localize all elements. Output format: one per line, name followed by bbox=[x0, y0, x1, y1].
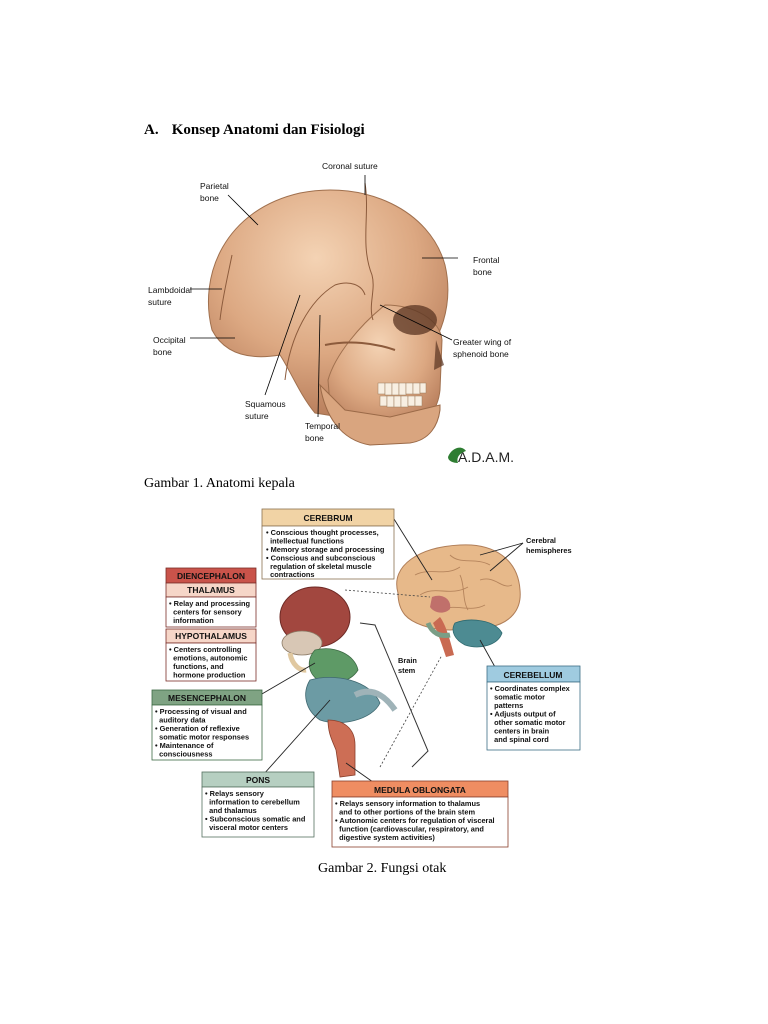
svg-text:intellectual functions: intellectual functions bbox=[266, 537, 344, 546]
svg-text:information: information bbox=[169, 616, 214, 625]
svg-text:function (cardiovascular, resp: function (cardiovascular, respiratory, a… bbox=[335, 825, 484, 834]
adam-logo: A.D.A.M. bbox=[448, 447, 514, 465]
svg-text:CEREBRUM: CEREBRUM bbox=[303, 513, 352, 523]
whole-brain bbox=[396, 544, 521, 657]
svg-text:MEDULA OBLONGATA: MEDULA OBLONGATA bbox=[374, 785, 466, 795]
svg-text:• Generation of reflexive: • Generation of reflexive bbox=[155, 724, 240, 733]
section-number: A. bbox=[144, 122, 159, 138]
svg-text:functions, and: functions, and bbox=[169, 662, 224, 671]
diencephalon-small bbox=[430, 595, 451, 613]
label-squamous-2: suture bbox=[245, 411, 269, 421]
svg-text:patterns: patterns bbox=[490, 701, 523, 710]
svg-text:DIENCEPHALON: DIENCEPHALON bbox=[177, 571, 245, 581]
svg-text:• Subconscious somatic and: • Subconscious somatic and bbox=[205, 815, 306, 824]
svg-text:and spinal cord: and spinal cord bbox=[490, 735, 549, 744]
svg-text:• Conscious thought processes,: • Conscious thought processes, bbox=[266, 528, 379, 537]
label-sphenoid-2: sphenoid bone bbox=[453, 349, 509, 359]
cerebrum-box: CEREBRUM • Conscious thought processes, … bbox=[261, 508, 395, 580]
leaf-icon bbox=[448, 447, 466, 463]
skull-figure: Coronal suture Parietal bone Frontal bon… bbox=[140, 155, 530, 470]
label-occipital-1: Occipital bbox=[153, 335, 186, 345]
svg-text:and thalamus: and thalamus bbox=[205, 806, 257, 815]
label-occipital-2: bone bbox=[153, 347, 172, 357]
svg-text:THALAMUS: THALAMUS bbox=[187, 585, 235, 595]
svg-text:somatic motor: somatic motor bbox=[490, 693, 545, 702]
svg-text:somatic motor responses: somatic motor responses bbox=[155, 733, 249, 742]
logo-text: A.D.A.M. bbox=[458, 449, 514, 465]
cerebrum-shape bbox=[396, 544, 521, 631]
svg-text:• Processing of visual and: • Processing of visual and bbox=[155, 707, 247, 716]
svg-text:information to cerebellum: information to cerebellum bbox=[205, 798, 300, 807]
label-temporal-1: Temporal bbox=[305, 421, 340, 431]
figure2-caption: Gambar 2. Fungsi otak bbox=[318, 861, 447, 876]
cerebellum-shape bbox=[452, 619, 503, 648]
hemispheres-label-1: Cerebral bbox=[526, 536, 556, 545]
label-sphenoid-1: Greater wing of bbox=[453, 337, 512, 347]
label-lambdoidal-1: Lambdoidal bbox=[148, 285, 192, 295]
brainstem-label-2: stem bbox=[398, 666, 416, 675]
pons-shape bbox=[305, 677, 381, 724]
mesencephalon-box: MESENCEPHALON • Processing of visual and… bbox=[151, 689, 263, 761]
label-frontal-2: bone bbox=[473, 267, 492, 277]
brain-figure: Brain stem Cerebral hemispheres CEREBRUM… bbox=[150, 505, 585, 850]
cerebellum-box: CEREBELLUM • Coordinates complex somatic… bbox=[486, 665, 581, 751]
svg-text:• Memory storage and processin: • Memory storage and processing bbox=[266, 545, 385, 554]
svg-text:digestive system activities): digestive system activities) bbox=[335, 833, 435, 842]
svg-text:centers in brain: centers in brain bbox=[490, 727, 550, 736]
skull-illustration: Coronal suture Parietal bone Frontal bon… bbox=[148, 161, 514, 465]
svg-text:• Coordinates complex: • Coordinates complex bbox=[490, 684, 571, 693]
label-parietal-1: Parietal bbox=[200, 181, 229, 191]
svg-text:other somatic motor: other somatic motor bbox=[490, 718, 566, 727]
brainstem-label-1: Brain bbox=[398, 656, 417, 665]
svg-text:• Conscious and subconscious: • Conscious and subconscious bbox=[266, 554, 375, 563]
medulla-box: MEDULA OBLONGATA • Relays sensory inform… bbox=[331, 780, 509, 848]
brain-illustration: Brain stem Cerebral hemispheres CEREBRUM… bbox=[151, 508, 581, 848]
medulla-shape bbox=[327, 719, 356, 778]
hypothalamus-shape bbox=[281, 630, 323, 656]
hemispheres-label-2: hemispheres bbox=[526, 546, 572, 555]
pons-box: PONS • Relays sensory information to cer… bbox=[201, 771, 315, 838]
svg-text:• Centers controlling: • Centers controlling bbox=[169, 645, 242, 654]
svg-text:• Autonomic centers for regula: • Autonomic centers for regulation of vi… bbox=[335, 816, 495, 825]
svg-text:MESENCEPHALON: MESENCEPHALON bbox=[168, 693, 246, 703]
svg-text:auditory data: auditory data bbox=[155, 716, 206, 725]
svg-text:• Relays sensory: • Relays sensory bbox=[205, 789, 265, 798]
svg-text:• Adjusts output of: • Adjusts output of bbox=[490, 710, 556, 719]
svg-text:emotions, autonomic: emotions, autonomic bbox=[169, 654, 247, 663]
svg-text:CEREBELLUM: CEREBELLUM bbox=[503, 670, 562, 680]
brainstem-bracket bbox=[359, 622, 429, 768]
svg-text:visceral motor centers: visceral motor centers bbox=[205, 823, 288, 832]
svg-text:PONS: PONS bbox=[246, 775, 270, 785]
svg-text:centers for sensory: centers for sensory bbox=[169, 608, 243, 617]
teeth bbox=[377, 382, 427, 408]
label-parietal-2: bone bbox=[200, 193, 219, 203]
figure1-caption: Gambar 1. Anatomi kepala bbox=[144, 476, 295, 491]
label-temporal-2: bone bbox=[305, 433, 324, 443]
svg-text:contractions: contractions bbox=[266, 570, 314, 579]
orbit-shape bbox=[393, 305, 437, 335]
lambdoid-suture-line bbox=[219, 254, 233, 321]
mandible-shape bbox=[319, 383, 441, 446]
svg-text:• Relays sensory information t: • Relays sensory information to thalamus bbox=[335, 799, 480, 808]
svg-text:• Relay and processing: • Relay and processing bbox=[169, 599, 251, 608]
nasal-shape bbox=[434, 340, 444, 370]
section-title: Konsep Anatomi dan Fisiologi bbox=[171, 122, 365, 138]
svg-text:HYPOTHALAMUS: HYPOTHALAMUS bbox=[175, 631, 247, 641]
label-frontal-1: Frontal bbox=[473, 255, 500, 265]
brainstem-enlarged bbox=[279, 586, 398, 778]
svg-text:• Maintenance of: • Maintenance of bbox=[155, 741, 214, 750]
squamous-suture-line bbox=[284, 282, 366, 381]
svg-text:and to other portions of the b: and to other portions of the brain stem bbox=[335, 808, 475, 817]
label-lambdoidal-2: suture bbox=[148, 297, 172, 307]
coronal-suture-line bbox=[364, 182, 374, 321]
diencephalon-box: DIENCEPHALON THALAMUS • Relay and proces… bbox=[165, 567, 257, 682]
section-heading: A. Konsep Anatomi dan Fisiologi bbox=[144, 122, 365, 139]
svg-text:hormone production: hormone production bbox=[169, 671, 246, 680]
svg-text:consciousness: consciousness bbox=[155, 750, 213, 759]
svg-text:regulation of skeletal muscle: regulation of skeletal muscle bbox=[266, 562, 372, 571]
label-coronal-suture: Coronal suture bbox=[322, 161, 378, 171]
label-squamous-1: Squamous bbox=[245, 399, 286, 409]
